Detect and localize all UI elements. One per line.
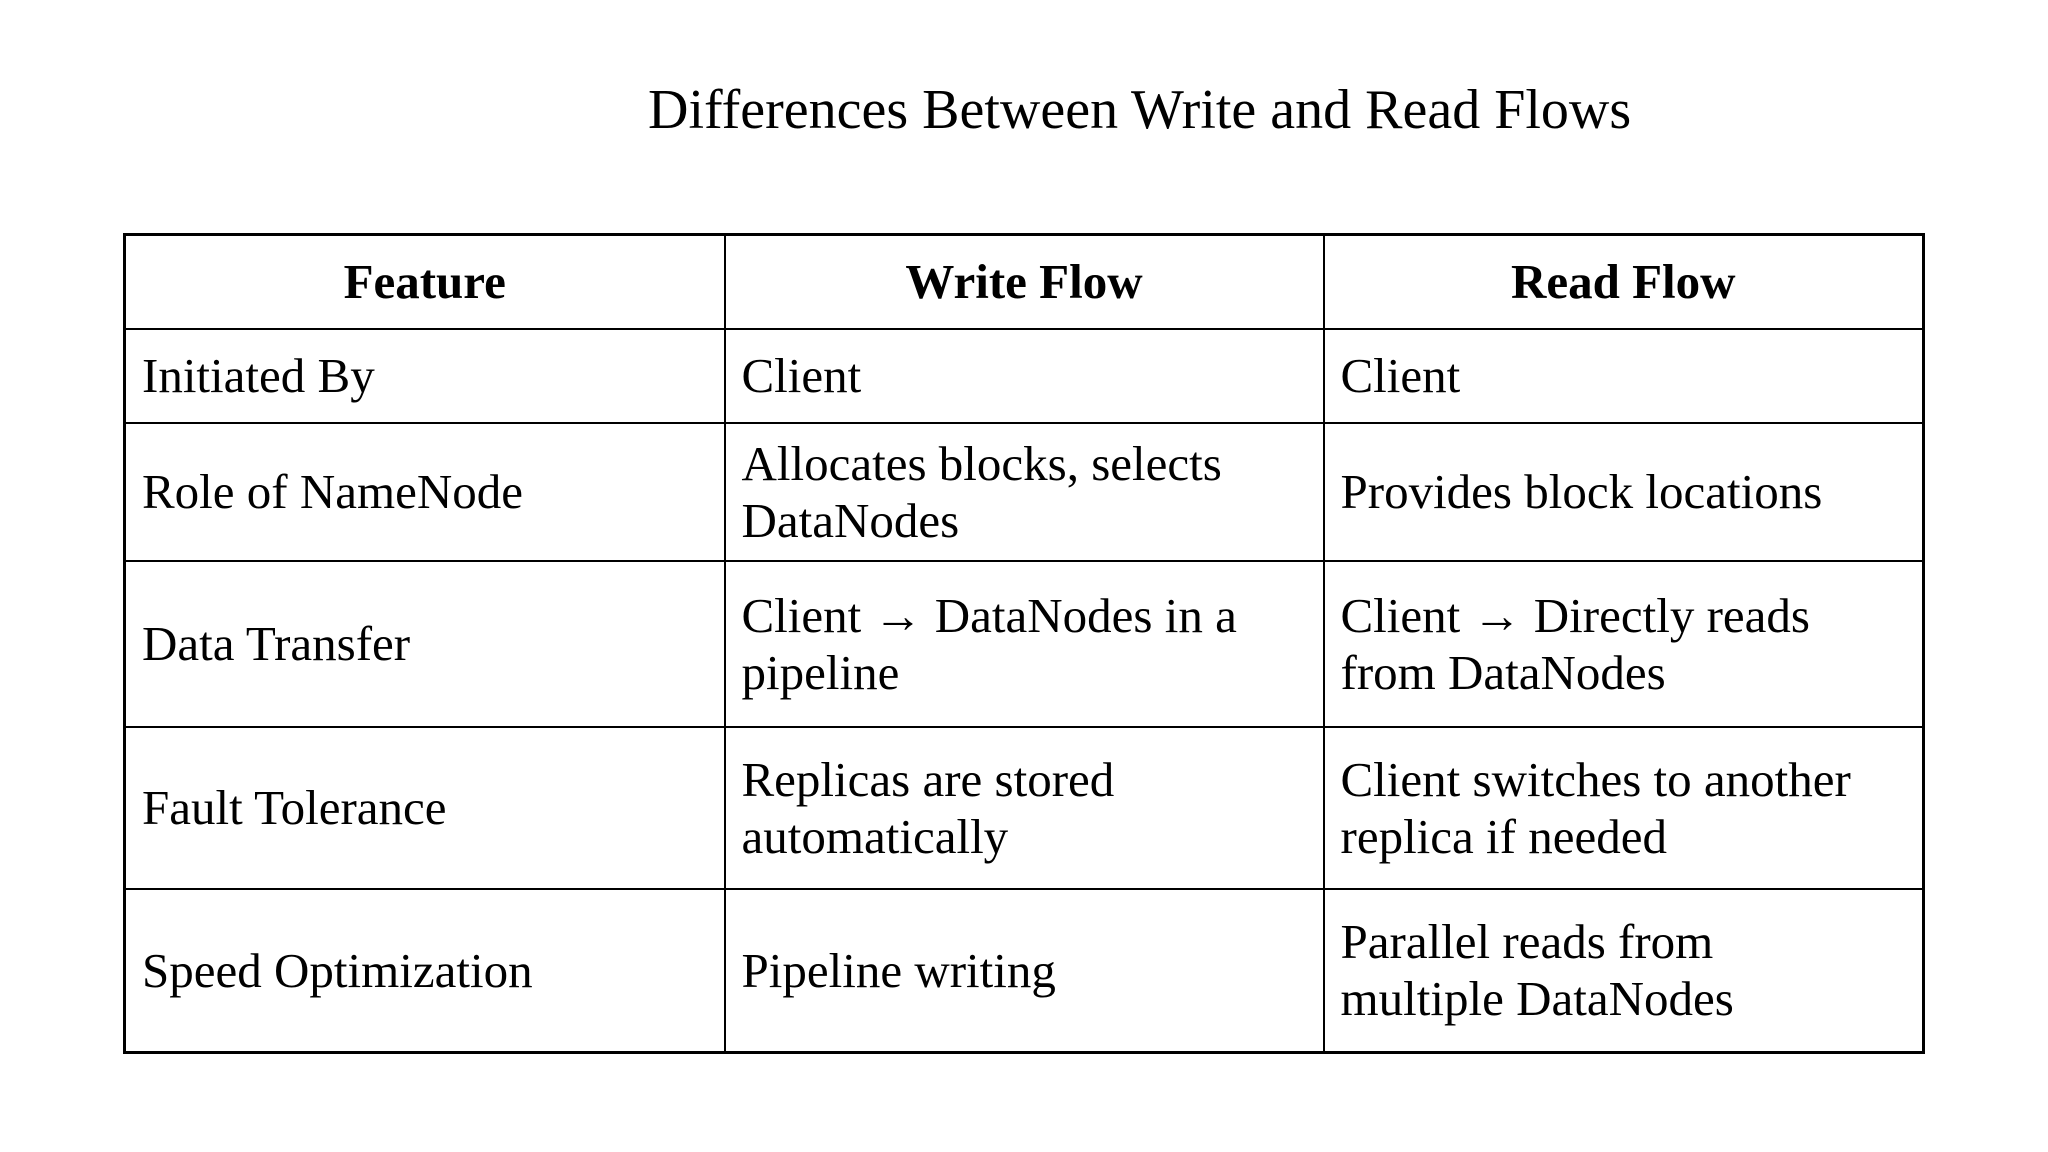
cell-read-flow: Parallel reads from multiple DataNodes (1322, 887, 1925, 1054)
cell-read-flow: Client (1322, 327, 1925, 424)
cell-read-flow: Client switches to another replica if ne… (1322, 725, 1925, 890)
column-header-read-flow: Read Flow (1322, 233, 1925, 330)
cell-write-flow: Pipeline writing (723, 887, 1325, 1054)
column-header-write-flow: Write Flow (723, 233, 1325, 330)
cell-write-flow: Client → DataNodes in a pipeline (723, 559, 1325, 728)
write-read-comparison-table: Feature Write Flow Read Flow Initiated B… (123, 233, 1925, 1054)
table-row-data-transfer: Data Transfer Client → DataNodes in a pi… (123, 559, 1925, 728)
document-title: Differences Between Write and Read Flows (648, 79, 1632, 141)
cell-feature: Data Transfer (123, 559, 726, 728)
cell-write-flow: Replicas are stored automatically (723, 725, 1325, 890)
cell-feature: Role of NameNode (123, 421, 726, 562)
cell-read-flow: Client → Directly reads from DataNodes (1322, 559, 1925, 728)
table-header-row: Feature Write Flow Read Flow (123, 233, 1925, 330)
cell-feature: Fault Tolerance (123, 725, 726, 890)
cell-feature: Initiated By (123, 327, 726, 424)
table-row-role-of-namenode: Role of NameNode Allocates blocks, selec… (123, 421, 1925, 562)
cell-write-flow: Allocates blocks, selects DataNodes (723, 421, 1325, 562)
table-row-fault-tolerance: Fault Tolerance Replicas are stored auto… (123, 725, 1925, 890)
cell-read-flow: Provides block locations (1322, 421, 1925, 562)
column-header-feature: Feature (123, 233, 726, 330)
table-row-speed-optimization: Speed Optimization Pipeline writing Para… (123, 887, 1925, 1054)
table-row-initiated-by: Initiated By Client Client (123, 327, 1925, 424)
cell-write-flow: Client (723, 327, 1325, 424)
cell-feature: Speed Optimization (123, 887, 726, 1054)
